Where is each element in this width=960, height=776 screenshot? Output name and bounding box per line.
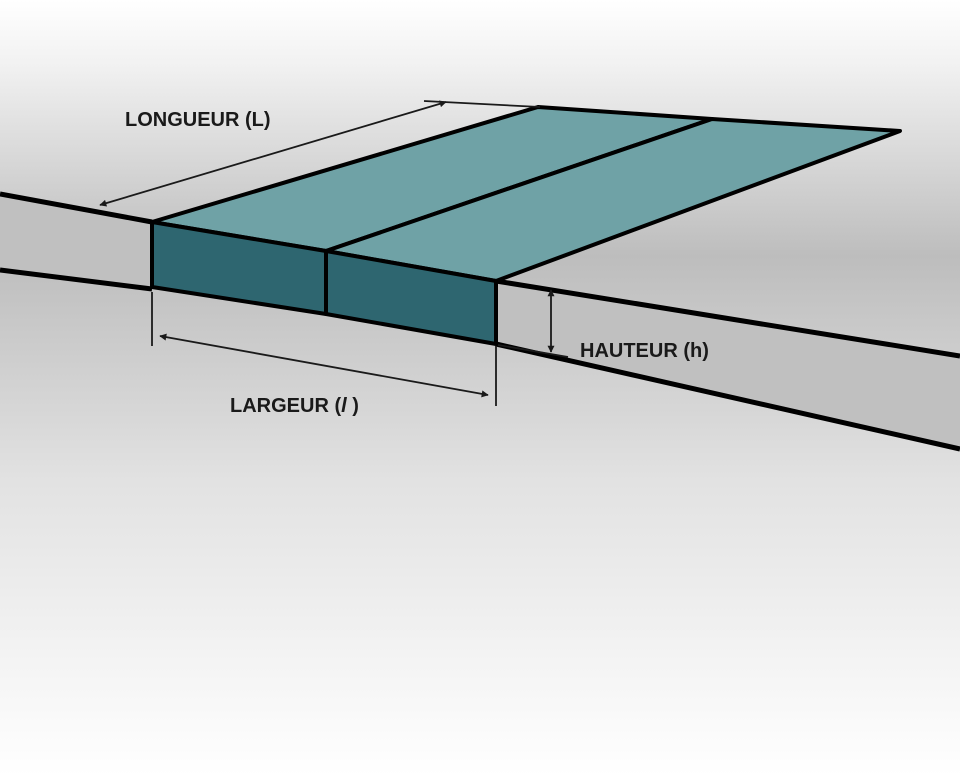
road-left	[0, 194, 152, 289]
road-edge-bottom-right	[495, 341, 960, 452]
width-dimension-arrow	[159, 333, 489, 398]
length-label: LONGUEUR (L)	[125, 109, 271, 131]
length-dimension-arrow	[99, 100, 447, 207]
ramp-front-right-panel	[324, 249, 498, 346]
road-edge-bottom-left	[0, 267, 153, 292]
road-edge-top-left	[0, 191, 153, 225]
road-edge-top-right	[495, 278, 960, 359]
height-label: HAUTEUR (h)	[580, 340, 709, 362]
width-label: LARGEUR (l )	[230, 395, 359, 417]
road-right	[496, 281, 960, 449]
height-extension-line	[497, 344, 569, 358]
